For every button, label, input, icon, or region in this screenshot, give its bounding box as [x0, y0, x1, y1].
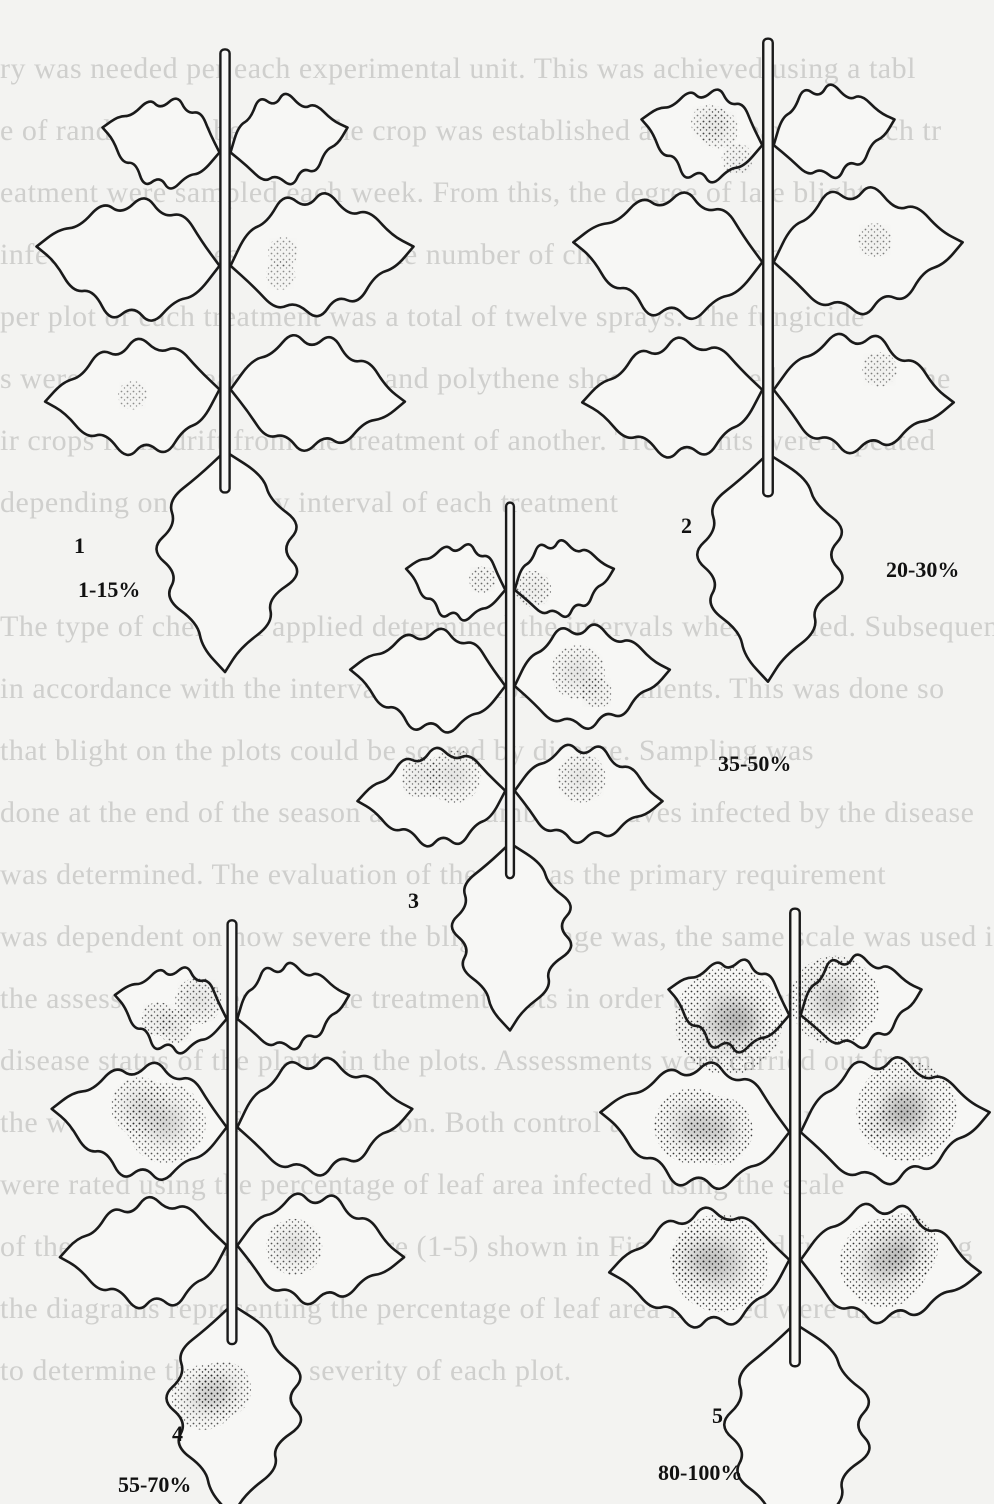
- leaflet: [93, 85, 229, 197]
- rachis: [228, 920, 237, 1344]
- infection-core: [570, 767, 592, 789]
- leaf-number-4: 4: [172, 1421, 183, 1447]
- infection-core: [188, 990, 209, 1011]
- leaflet: [231, 1050, 418, 1184]
- infection-core: [566, 660, 590, 684]
- leaflet: [30, 188, 226, 328]
- leaflet: [224, 185, 420, 325]
- compound-leaf-4: [45, 920, 418, 1504]
- infection-core: [895, 1252, 909, 1266]
- rachis: [763, 39, 773, 497]
- infection-core: [730, 152, 744, 166]
- leaflet: [578, 332, 766, 463]
- leaf-number-1: 1: [74, 533, 85, 559]
- severity-label-4: 55-70%: [118, 1472, 191, 1498]
- infection-core: [167, 1019, 182, 1034]
- infection-core: [276, 245, 290, 259]
- leaflet: [764, 73, 904, 189]
- leaflet: [770, 329, 958, 460]
- compound-leaf-3: [345, 503, 675, 1031]
- infection-core: [731, 1008, 757, 1034]
- infection-core: [126, 389, 139, 402]
- infection-core: [710, 120, 728, 138]
- infection-core: [477, 574, 489, 586]
- leaf-number-2: 2: [681, 513, 692, 539]
- leaflet: [354, 743, 509, 851]
- infection-core: [205, 1384, 220, 1399]
- infection-core: [442, 764, 466, 788]
- rachis: [506, 503, 514, 879]
- infection-core: [892, 1103, 913, 1124]
- leaflet: [227, 331, 409, 458]
- leaf-number-5: 5: [712, 1403, 723, 1429]
- leaflet: [567, 182, 769, 327]
- infection-core: [675, 1109, 709, 1143]
- leaflet: [345, 620, 511, 739]
- severity-label-2: 20-30%: [886, 557, 959, 583]
- leaflet: [221, 83, 357, 195]
- infection-core: [274, 268, 287, 281]
- severity-label-3: 35-50%: [718, 751, 791, 777]
- compound-leaf-5: [594, 909, 994, 1504]
- compound-leaf-2: [567, 39, 969, 682]
- leaf-number-3: 3: [408, 888, 419, 914]
- infection-core: [281, 1234, 306, 1259]
- rachis: [220, 49, 229, 492]
- infection-core: [413, 769, 432, 788]
- infection-core: [872, 362, 888, 378]
- infection-core: [815, 980, 855, 1020]
- infection-core: [525, 581, 541, 597]
- leaflet: [228, 952, 358, 1060]
- severity-label-5: 80-100%: [658, 1460, 742, 1486]
- severity-label-1: 1-15%: [78, 577, 140, 603]
- infection-core: [867, 232, 882, 247]
- infection-core: [686, 1246, 711, 1271]
- leaflet: [56, 1192, 230, 1313]
- infection-core: [127, 1093, 153, 1119]
